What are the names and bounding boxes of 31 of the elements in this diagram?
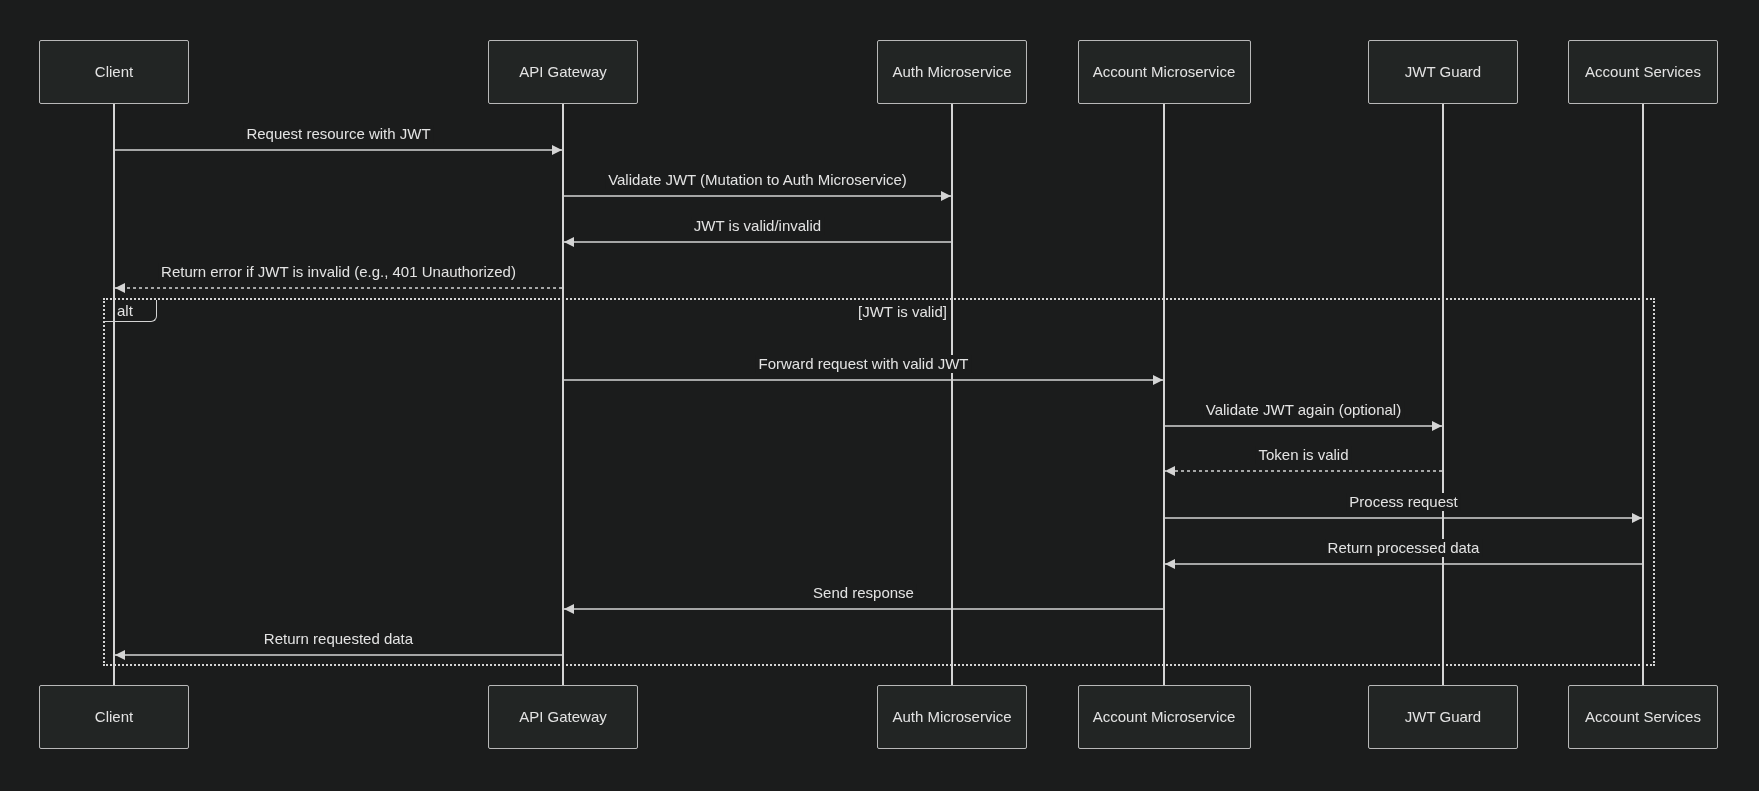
message-arrow xyxy=(563,375,1164,385)
participant-box: API Gateway xyxy=(488,40,638,104)
message-arrow xyxy=(114,145,563,155)
participant-box: Auth Microservice xyxy=(877,685,1027,749)
message-arrow xyxy=(1164,513,1643,523)
participant-box: Account Services xyxy=(1568,40,1718,104)
message-arrow xyxy=(1164,559,1643,569)
edge-label: Send response xyxy=(810,584,917,602)
message-arrow xyxy=(114,283,563,293)
lifeline xyxy=(1442,104,1444,685)
participant-box: API Gateway xyxy=(488,685,638,749)
lifeline xyxy=(1163,104,1165,685)
participant-box: Client xyxy=(39,685,189,749)
participant-box: Auth Microservice xyxy=(877,40,1027,104)
participant-box: JWT Guard xyxy=(1368,685,1518,749)
message-arrow xyxy=(563,191,952,201)
lifeline xyxy=(113,104,115,685)
message-arrow xyxy=(1164,421,1443,431)
lifeline xyxy=(562,104,564,685)
lifeline xyxy=(1642,104,1644,685)
participant-box: Account Services xyxy=(1568,685,1718,749)
message-arrow xyxy=(114,650,563,660)
message-arrow xyxy=(563,237,952,247)
participant-box: Client xyxy=(39,40,189,104)
participant-box: JWT Guard xyxy=(1368,40,1518,104)
frame-tab: alt xyxy=(105,300,157,322)
message-arrow xyxy=(1164,466,1443,476)
participant-box: Account Microservice xyxy=(1077,685,1251,749)
participant-box: Account Microservice xyxy=(1077,40,1251,104)
lifeline xyxy=(951,104,953,685)
message-arrow xyxy=(563,604,1164,614)
